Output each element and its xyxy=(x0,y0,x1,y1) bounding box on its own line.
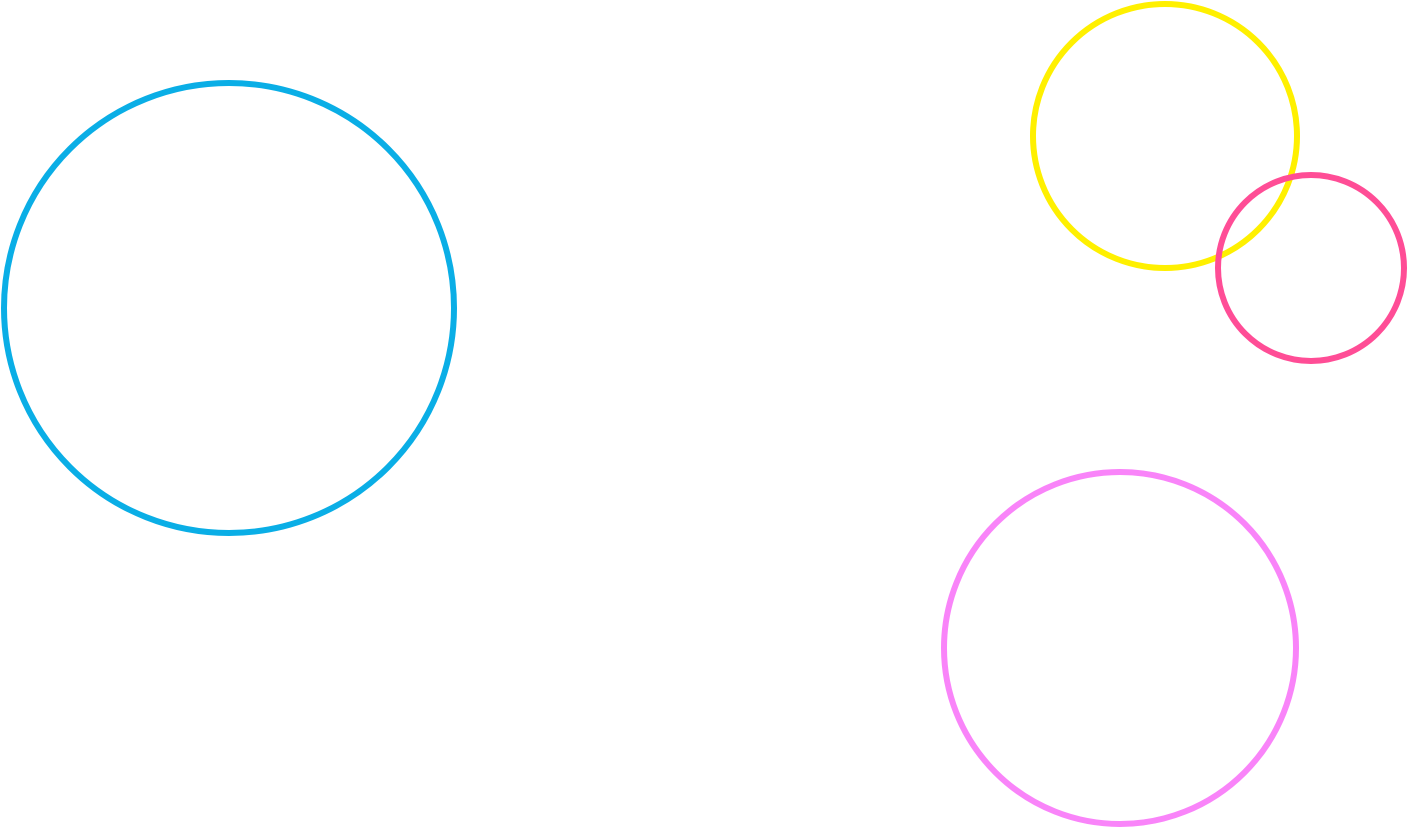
blue-ring xyxy=(1,80,457,536)
violet-ring xyxy=(941,469,1299,827)
pink-ring xyxy=(1215,172,1407,364)
yellow-ring xyxy=(1030,1,1300,271)
